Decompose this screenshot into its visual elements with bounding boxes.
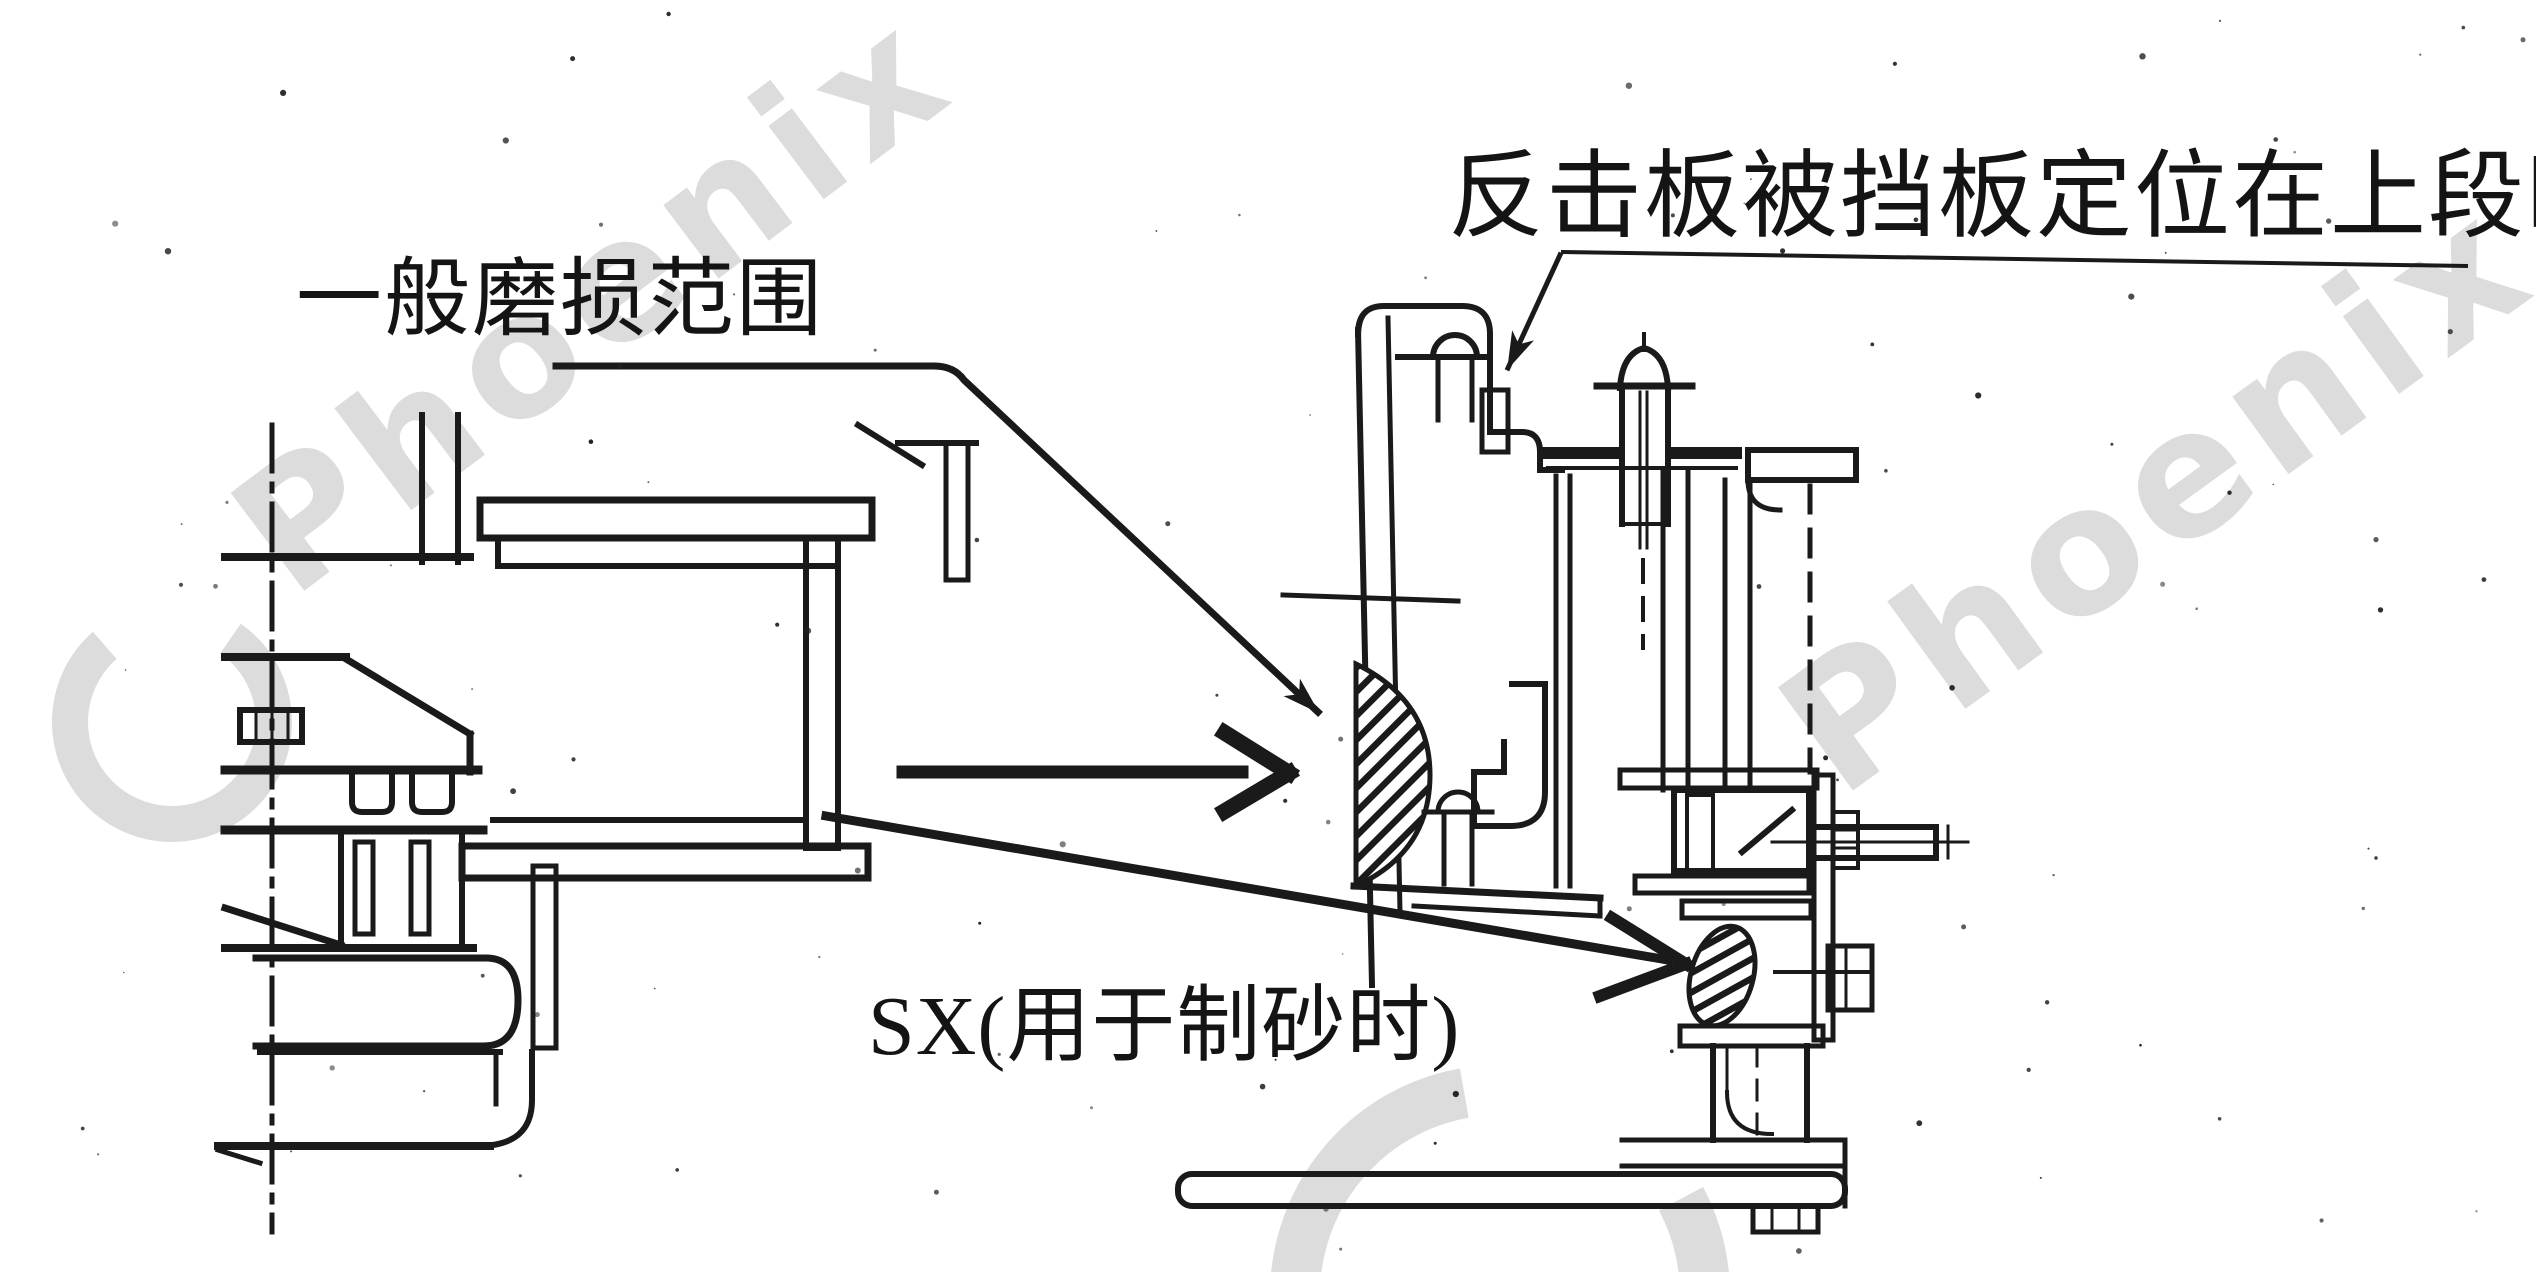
phoenix-ring-logo-icon (51, 602, 292, 842)
left-section-view (214, 412, 979, 1235)
phoenix-ring-logo-icon (1270, 1065, 1730, 1272)
scan-noise-speckles (80, 11, 2526, 1254)
sx-leader-arrow-icon (820, 810, 1695, 1004)
right-section-view (1175, 303, 1970, 1235)
sand-making-label: SX(用于制砂时) (868, 980, 1461, 1073)
annotation-arrows (552, 249, 2469, 1004)
sx-wear-region-hatched (1686, 923, 1758, 1029)
positioning-note-label: 反击板被挡板定位在上段时 (1448, 143, 2536, 250)
wear-leader-arrow (552, 362, 1323, 717)
wear-region-hatched (1353, 660, 1433, 890)
wear-range-label: 一般磨损范围 (296, 251, 824, 347)
positioning-leader-arrow (1504, 251, 1564, 372)
detail-arrow-icon (896, 721, 1301, 822)
positioning-underline (1560, 249, 2469, 269)
